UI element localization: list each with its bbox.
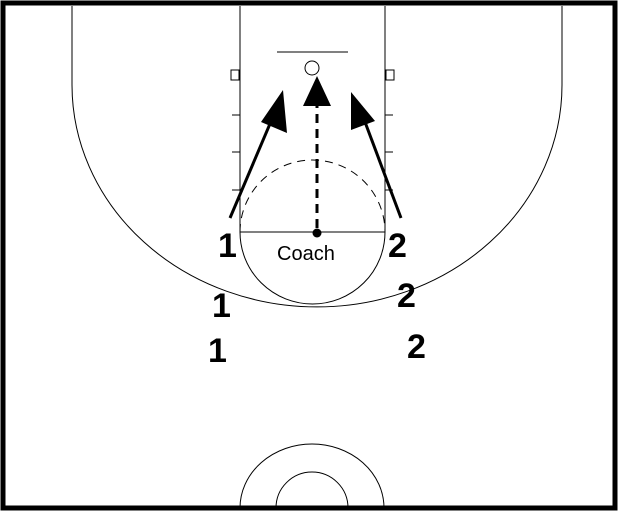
player-label: 1 [212,287,231,325]
player-label: 2 [397,277,416,315]
cut-arrow-right [360,113,403,219]
player-label: 1 [218,227,237,265]
coach-label: Coach [277,243,335,265]
arrowhead-right [351,92,375,130]
free-throw-circle-top [239,159,386,233]
arrowhead-pass [303,76,331,106]
center-circle-inner [275,471,349,509]
player-label: 2 [407,328,426,366]
coach-marker [312,228,322,238]
cut-arrow-left [228,111,277,219]
center-circle-outer [239,443,385,509]
lane-block-left [230,69,240,81]
lane-block-right [385,69,395,81]
player-label: 1 [208,332,227,370]
three-point-line [71,6,563,308]
arrowhead-left [261,90,287,133]
player-label: 2 [388,227,407,265]
free-throw-circle-bottom [239,231,386,305]
rim [304,60,320,76]
